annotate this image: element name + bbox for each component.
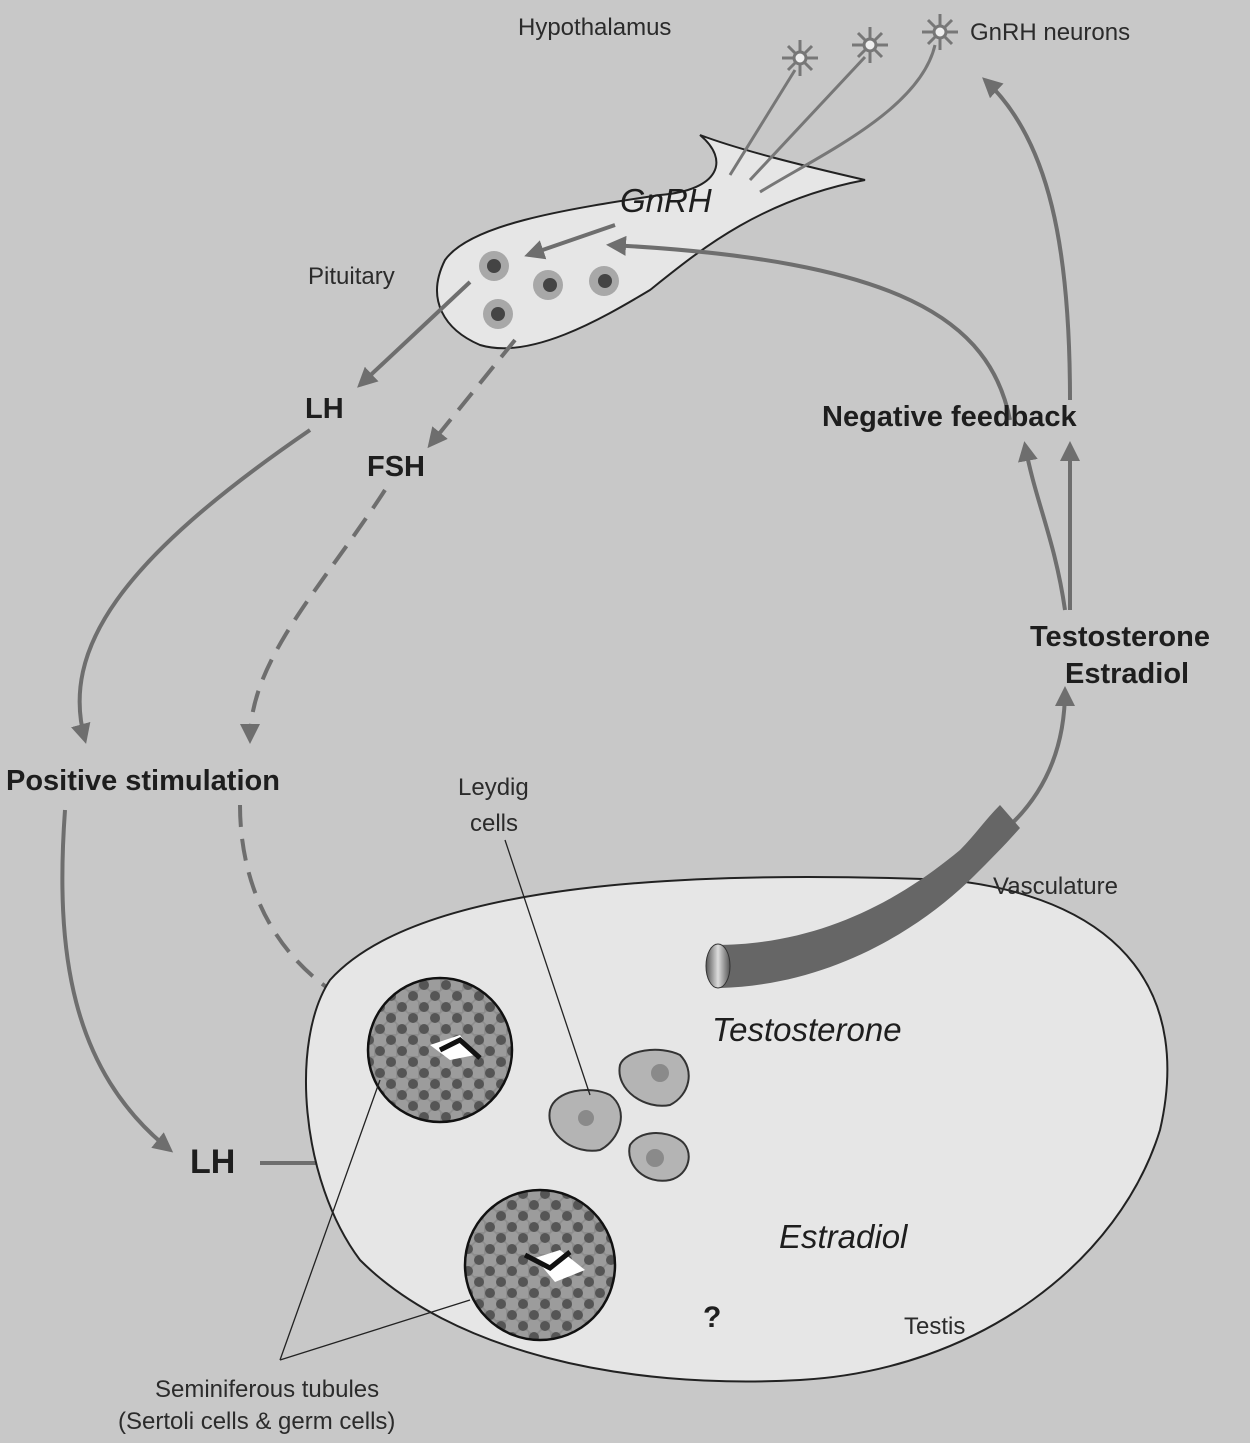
seminiferous-tubule bbox=[366, 976, 514, 1124]
tubule-leader-2 bbox=[279, 1299, 471, 1361]
neuron-icon bbox=[852, 27, 888, 63]
leader-lines bbox=[279, 839, 591, 1361]
feedback-neurons-arrow bbox=[982, 77, 1072, 401]
pituitary-label: Pituitary bbox=[308, 263, 395, 290]
vasculature-vessel bbox=[705, 805, 1020, 989]
vasculature-label: Vasculature bbox=[993, 873, 1118, 900]
gnrh-label: GnRH bbox=[620, 182, 712, 219]
positive-stim-lh-arrow bbox=[60, 809, 174, 1153]
gnrh-neuron-icons bbox=[728, 14, 958, 194]
negative-feedback-label: Negative feedback bbox=[822, 401, 1077, 433]
vessel-hormones-arrow bbox=[1003, 686, 1075, 832]
testosterone-label-testis: Testosterone bbox=[712, 1011, 902, 1048]
lh-label-bottom: LH bbox=[190, 1143, 236, 1181]
positive-stimulation-label: Positive stimulation bbox=[6, 765, 280, 797]
lh-stimulation-arrow bbox=[71, 428, 312, 744]
estradiol-label-testis: Estradiol bbox=[779, 1218, 908, 1255]
seminiferous-label-2: (Sertoli cells & germ cells) bbox=[118, 1408, 396, 1435]
seminiferous-label-1: Seminiferous tubules bbox=[155, 1376, 380, 1403]
testis-label: Testis bbox=[904, 1313, 966, 1340]
leydig-cells bbox=[548, 1048, 690, 1182]
pituitary-cells bbox=[479, 251, 619, 329]
fsh-release-arrow bbox=[427, 338, 517, 449]
question-mark-label: ? bbox=[703, 1301, 722, 1334]
seminiferous-tubule bbox=[463, 1188, 617, 1342]
gnrh-neurons-label: GnRH neurons bbox=[970, 19, 1131, 46]
hormones-feedback-arrow-1 bbox=[1018, 441, 1067, 611]
lh-label-top: LH bbox=[305, 393, 344, 425]
hypothalamus-label: Hypothalamus bbox=[518, 14, 672, 41]
tubule-leader-1 bbox=[279, 1079, 381, 1361]
lh-release-arrow bbox=[357, 280, 472, 388]
estradiol-label-top: Estradiol bbox=[1065, 658, 1190, 690]
fsh-stimulation-arrow bbox=[240, 488, 387, 744]
leydig-label-2: cells bbox=[470, 810, 519, 837]
testosterone-label-top: Testosterone bbox=[1030, 621, 1210, 653]
neuron-icon bbox=[782, 40, 818, 76]
neuron-icon bbox=[922, 14, 958, 50]
fsh-label: FSH bbox=[367, 451, 425, 483]
feedback-pituitary-arrow bbox=[606, 235, 1012, 421]
gnrh-arrow bbox=[524, 223, 616, 260]
leydig-leader bbox=[504, 839, 591, 1096]
leydig-label-1: Leydig bbox=[458, 774, 529, 801]
